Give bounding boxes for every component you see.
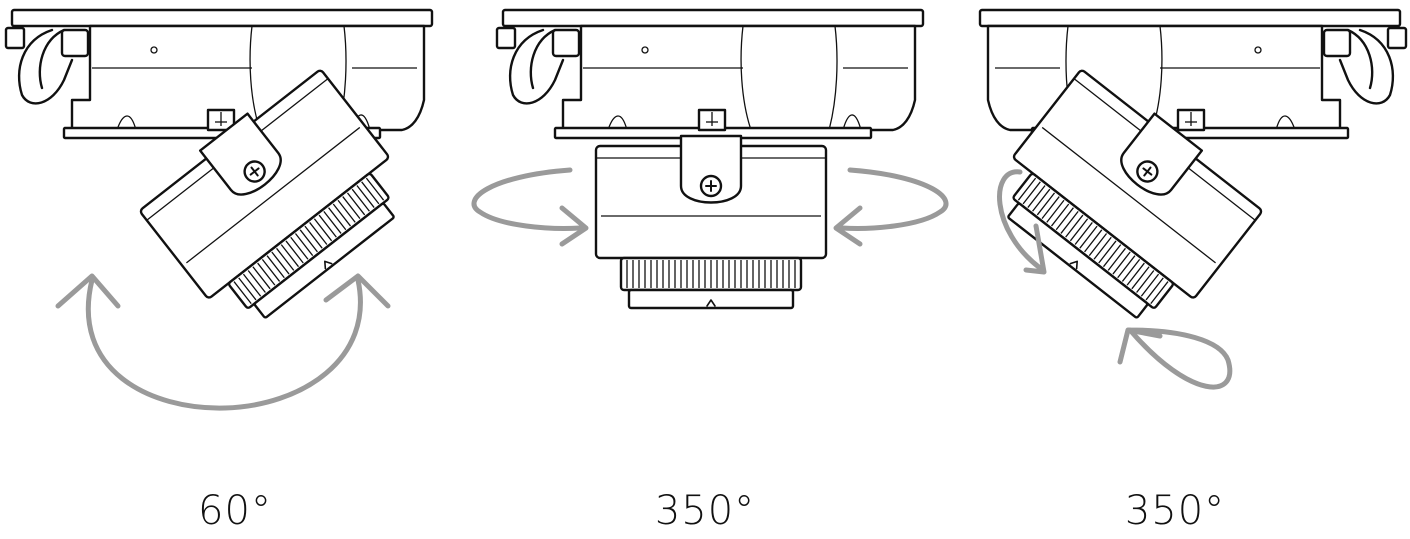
tilt-arrow	[85, 277, 363, 411]
pan-arrowhead-left	[559, 205, 589, 247]
pan-angle-label: 350°	[654, 488, 756, 534]
rotate-arrowhead-bottom	[1117, 327, 1163, 365]
tilt-arrowhead-right	[323, 273, 391, 309]
panel-rotate: 350°	[940, 0, 1410, 539]
rotate-arrowhead-top	[1023, 223, 1047, 275]
pan-arrow-left	[471, 167, 583, 231]
pan-arrow-right	[839, 167, 949, 231]
panel-pan: 350°	[470, 0, 949, 539]
pan-arrowhead-right	[833, 205, 863, 247]
rotate-diagram	[978, 8, 1408, 390]
rotate-arrow-bottom	[1127, 327, 1233, 390]
rotate-angle-label: 350°	[1124, 488, 1226, 534]
tilt-diagram	[4, 8, 434, 411]
pan-diagram	[471, 8, 949, 310]
straight-camera-head	[594, 134, 828, 310]
tilt-arrowhead-left	[55, 273, 121, 309]
rotate-arrow-top	[997, 169, 1043, 271]
ceiling-housing	[495, 8, 925, 140]
panel-tilt: 60°	[0, 0, 470, 539]
ceiling-housing	[4, 8, 434, 140]
tilt-angle-label: 60°	[198, 488, 272, 534]
